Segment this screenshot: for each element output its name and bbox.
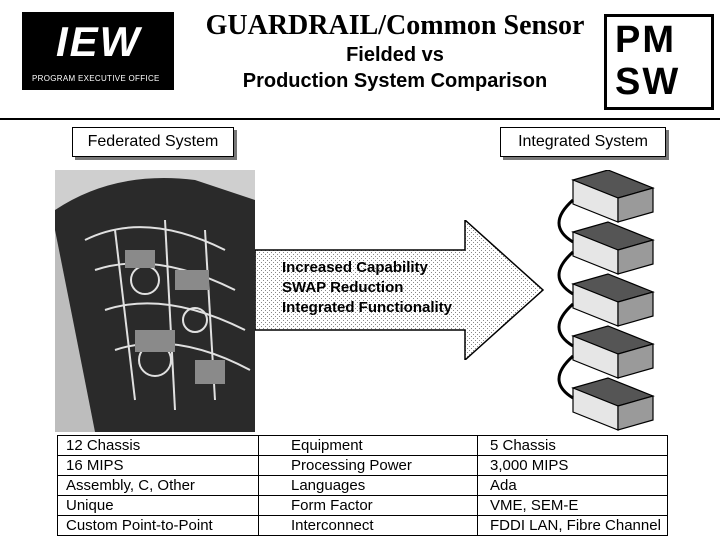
slide-subtitle-line2: Production System Comparison [242,70,548,92]
iew-logo-caption: PROGRAM EXECUTIVE OFFICE [32,74,160,83]
chassis-unit [571,377,655,431]
chassis-unit [571,325,655,379]
table-row: Unique Form Factor VME, SEM-E [57,495,668,516]
table-row: 16 MIPS Processing Power 3,000 MIPS [57,455,668,476]
iew-logo-text: IEW [56,18,142,65]
slide-title: GUARDRAIL/Common Sensor [205,10,585,41]
table-row: Assembly, C, Other Languages Ada [57,475,668,496]
interconnect-cables [557,198,575,400]
pm-sw-logo: PM SW [604,14,714,110]
chassis-unit [571,273,655,327]
federated-cell: Unique [57,495,259,516]
attribute-cell: Interconnect [258,515,478,536]
comparison-table: 12 Chassis Equipment 5 Chassis 16 MIPS P… [57,435,668,536]
comparison-arrow [255,220,545,360]
slide-subtitle-line1: Fielded vs [346,44,444,66]
chassis-unit [571,221,655,275]
iew-logo: IEW PROGRAM EXECUTIVE OFFICE [22,12,174,90]
federated-system-label: Federated System [72,127,234,157]
slide-header: IEW PROGRAM EXECUTIVE OFFICE GUARDRAIL/C… [0,0,720,120]
pm-logo-top: PM [615,19,676,61]
benefit-integrated-functionality: Integrated Functionality [282,299,453,316]
federated-cell: 16 MIPS [57,455,259,476]
benefit-swap-reduction: SWAP Reduction [282,279,404,296]
equipment-photo-illustration [55,170,255,432]
table-row: 12 Chassis Equipment 5 Chassis [57,435,668,456]
attribute-cell: Form Factor [258,495,478,516]
integrated-cell: 5 Chassis [477,435,668,456]
chassis-unit [571,170,655,223]
integrated-cell: 3,000 MIPS [477,455,668,476]
integrated-system-label: Integrated System [500,127,666,157]
attribute-cell: Equipment [258,435,478,456]
pm-logo-bottom: SW [615,61,681,103]
title-block: GUARDRAIL/Common Sensor Fielded vs Produ… [190,10,600,94]
federated-cell: Assembly, C, Other [57,475,259,496]
attribute-cell: Languages [258,475,478,496]
federated-cell: 12 Chassis [57,435,259,456]
federated-system-photo [55,170,255,432]
integrated-chassis-stack [557,170,655,431]
benefit-capability: Increased Capability [282,259,428,276]
attribute-cell: Processing Power [258,455,478,476]
integrated-cell: Ada [477,475,668,496]
integrated-cell: VME, SEM-E [477,495,668,516]
table-row: Custom Point-to-Point Interconnect FDDI … [57,515,668,536]
federated-cell: Custom Point-to-Point [57,515,259,536]
integrated-cell: FDDI LAN, Fibre Channel [477,515,668,536]
